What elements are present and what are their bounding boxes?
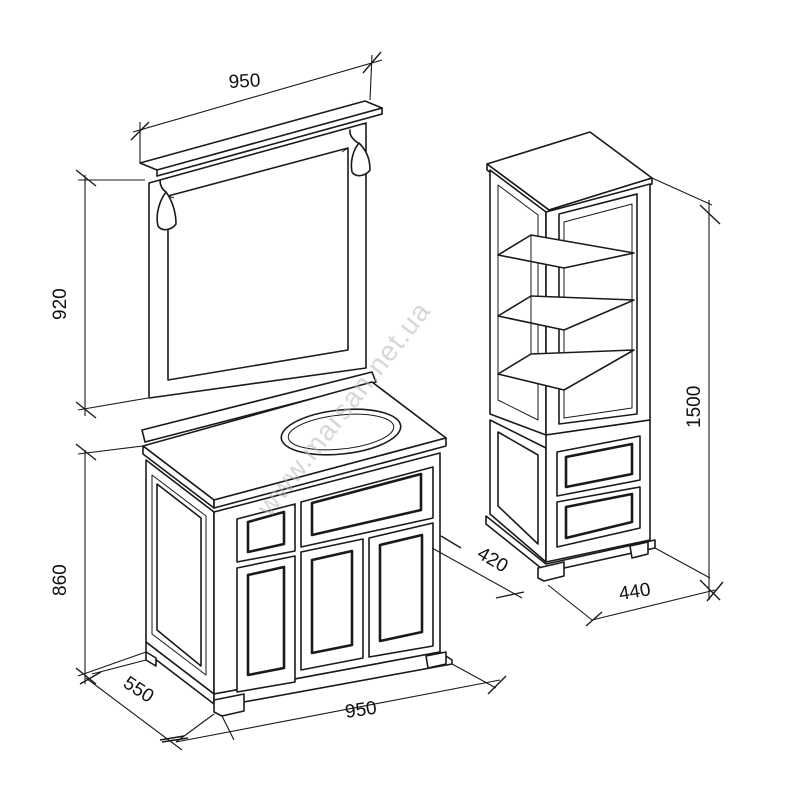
vanity-door-left: [236, 555, 296, 693]
cabinet-drawer-bottom: [556, 486, 641, 548]
vanity-small-drawer: [236, 503, 296, 563]
label-cabinet-height: 1500: [684, 386, 705, 428]
label-cabinet-depth: 420: [474, 543, 512, 577]
vanity-door-middle: [300, 538, 364, 671]
vanity-foot: [425, 651, 447, 669]
cabinet-shelves: [497, 234, 635, 391]
label-mirror-height: 920: [50, 288, 71, 320]
vanity-door-right: [368, 522, 434, 658]
cabinet-foot: [629, 541, 649, 559]
vanity-foot: [213, 693, 245, 717]
cabinet-foot: [537, 561, 565, 582]
dimension-lines: [75, 51, 724, 751]
mirror: [139, 100, 383, 399]
mirror-glass: [167, 147, 349, 381]
vanity: [141, 371, 453, 717]
label-vanity-width: 950: [344, 698, 378, 723]
right-lamp-icon: [349, 129, 371, 177]
label-mirror-width: 950: [228, 70, 261, 93]
label-vanity-depth: 550: [119, 673, 157, 708]
vanity-backsplash: [141, 371, 377, 443]
cabinet-drawer-top: [556, 435, 641, 497]
vanity-wide-drawer: [300, 466, 434, 548]
label-cabinet-width: 440: [617, 579, 652, 605]
dimension-labels: 950 920 860 550 950 420 440 1500: [50, 70, 705, 723]
left-lamp-icon: [156, 179, 177, 231]
label-vanity-height: 860: [50, 564, 71, 596]
tall-cabinet: [485, 131, 656, 582]
